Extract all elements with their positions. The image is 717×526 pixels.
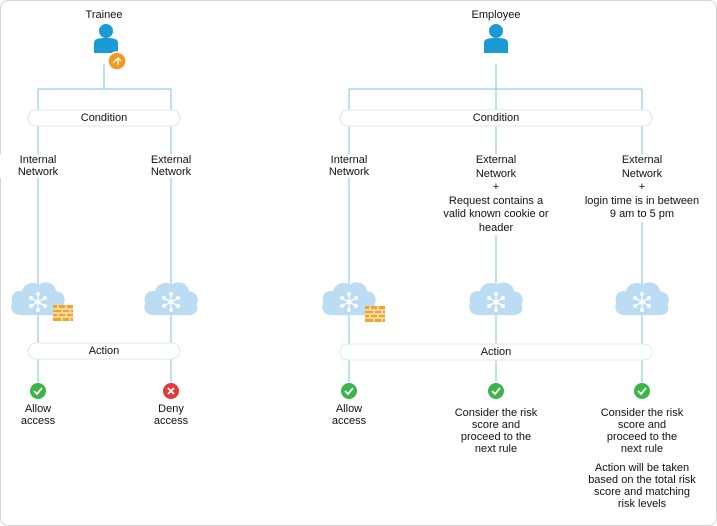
employee-action-cookie: Consider the risk score and proceed to t… xyxy=(454,407,538,455)
trainee-connectors xyxy=(37,64,172,382)
employee-user-icon xyxy=(484,24,508,53)
employee-condition-cookie: External Network + Request contains a va… xyxy=(431,154,561,235)
employee-action-bar xyxy=(339,343,653,361)
trainee-condition-label: Condition xyxy=(80,112,128,124)
trainee-condition-internal: Internal Network xyxy=(0,154,78,178)
cloud-network-icon xyxy=(144,282,198,316)
employee-action-time: Consider the risk score and proceed to t… xyxy=(600,407,684,455)
employee-title: Employee xyxy=(471,9,521,21)
employee-condition-internal: Internal Network xyxy=(309,154,389,178)
trainee-title: Trainee xyxy=(85,9,123,21)
trainee-condition-external: External Network xyxy=(126,154,216,178)
firewall-icon xyxy=(53,305,73,321)
allow-check-icon xyxy=(634,383,650,399)
trainee-action-deny: Deny access xyxy=(153,403,189,427)
employee-condition-time: External Network + login time is in betw… xyxy=(572,154,712,222)
trainee-badge-icon xyxy=(107,51,127,71)
trainee-action-bar xyxy=(27,342,181,360)
trainee-action-label: Action xyxy=(88,345,120,357)
trainee-user-icon xyxy=(94,24,118,53)
employee-action-label: Action xyxy=(480,346,512,358)
cloud-network-icon xyxy=(615,282,669,316)
employee-action-note: Action will be taken based on the total … xyxy=(588,462,696,510)
trainee-action-allow: Allow access xyxy=(20,403,56,427)
cloud-network-icon xyxy=(469,282,523,316)
deny-x-icon xyxy=(163,383,179,399)
allow-check-icon xyxy=(341,383,357,399)
trainee-condition-bar xyxy=(27,109,181,127)
employee-connectors xyxy=(348,64,643,382)
allow-check-icon xyxy=(30,383,46,399)
firewall-icon xyxy=(365,306,385,322)
allow-check-icon xyxy=(488,383,504,399)
employee-condition-bar xyxy=(339,109,653,127)
employee-action-allow: Allow access xyxy=(331,403,367,427)
employee-condition-label: Condition xyxy=(472,112,520,124)
